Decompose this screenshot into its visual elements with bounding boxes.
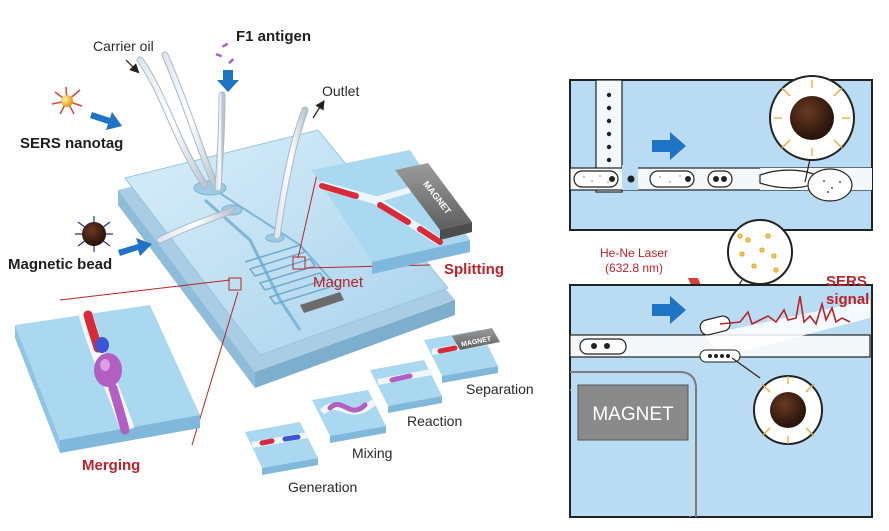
splitting-inset: MAGNET bbox=[292, 150, 472, 274]
splitting-label: Splitting bbox=[444, 261, 504, 278]
tile-reaction bbox=[370, 360, 442, 413]
sers-nanotag-icon bbox=[51, 86, 83, 115]
laser-label-line2: (632.8 nm) bbox=[605, 261, 663, 275]
reaction-label: Reaction bbox=[407, 413, 462, 429]
merging-bead-droplet bbox=[95, 337, 109, 353]
separation-label: Separation bbox=[466, 381, 534, 397]
sers-signal-trace bbox=[719, 295, 851, 326]
sers-signal-label-line2: signal bbox=[826, 291, 869, 308]
magnetic-bead-label: Magnetic bead bbox=[8, 256, 112, 273]
top-flow-arrow bbox=[652, 132, 686, 160]
f1-antigen-label: F1 antigen bbox=[236, 28, 311, 45]
f1-antigen-particles bbox=[215, 42, 235, 65]
tile-separation: MAGNET bbox=[424, 328, 500, 383]
magnet-label: Magnet bbox=[313, 274, 364, 291]
carrier-oil-pointer bbox=[125, 59, 140, 74]
bottom-flow-arrow bbox=[652, 296, 686, 324]
tile-mixing bbox=[312, 390, 386, 443]
mixing-label: Mixing bbox=[352, 445, 392, 461]
outlet-label: Outlet bbox=[322, 83, 359, 99]
magnetic-bead-icon bbox=[75, 216, 113, 252]
merging-purple-droplet bbox=[94, 353, 122, 387]
merging-inset bbox=[15, 277, 242, 453]
top-channel-panel bbox=[569, 75, 873, 231]
bead-zoom-callout-middle bbox=[727, 219, 793, 301]
sers-signal-label-line1: SERS bbox=[826, 273, 867, 290]
input-arrows bbox=[90, 70, 239, 256]
step-tiles: MAGNET bbox=[245, 328, 500, 475]
carrier-oil-label: Carrier oil bbox=[93, 38, 154, 54]
chip-magnet bbox=[300, 292, 344, 313]
serpentine-channel bbox=[244, 244, 331, 305]
laser-label-line1: He-Ne Laser bbox=[600, 246, 668, 260]
merging-label: Merging bbox=[82, 457, 140, 474]
tile-generation bbox=[245, 422, 318, 475]
magnet-block bbox=[577, 384, 689, 441]
tubes bbox=[136, 51, 309, 244]
sers-nanotag-label: SERS nanotag bbox=[20, 135, 123, 152]
generation-label: Generation bbox=[288, 479, 357, 495]
outlet-pointer bbox=[312, 99, 325, 119]
magnet-block-label: MAGNET bbox=[592, 404, 674, 425]
